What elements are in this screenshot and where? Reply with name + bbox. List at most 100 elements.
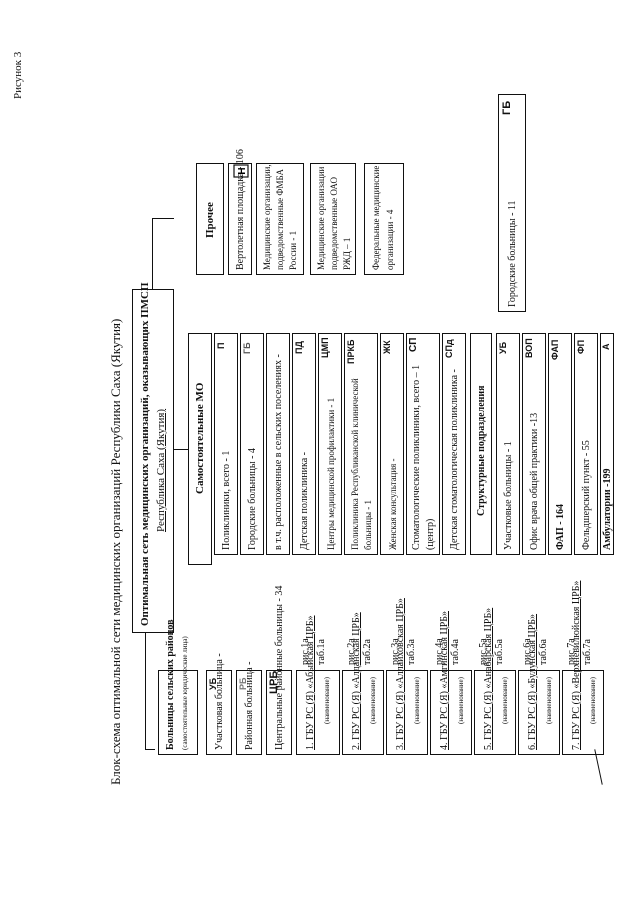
independent-row: в т.ч. расположенные в сельских поселени… — [266, 333, 290, 555]
structural-row-code: ВОП — [524, 338, 534, 358]
svg-text:H: H — [237, 167, 248, 174]
name-note: (наименование) — [589, 677, 597, 724]
independent-row: Женская консультация - ЖК — [380, 333, 404, 555]
independent-row-code: СПд — [444, 339, 454, 358]
other-row-label-3: РЖД – 1 — [342, 237, 352, 270]
independent-row-label: Центры медицинской профилактики - 1 — [326, 397, 336, 550]
hospital-item: 6. ГБУ РС (Я) «Булунская ЦРБ» (наименова… — [518, 614, 560, 755]
rural-row-label: Центральные районные больницы - 34 — [274, 585, 285, 750]
independent-row-label: в т.ч. расположенные в сельских поселени… — [273, 354, 284, 550]
table-ref: таб.4а — [450, 639, 461, 665]
header-line-2: Республика Саха (Якутия) — [155, 408, 167, 532]
rural-title: Больницы сельских районов — [165, 619, 176, 750]
independent-row: Детская стоматологическая поликлиника - … — [442, 333, 466, 555]
structural-row: Офис врача общей практики -13 ВОП — [522, 333, 546, 555]
other-header-box: Прочее — [196, 163, 224, 275]
figure-label: Рисунок 3 — [12, 51, 24, 99]
structural-row-label: ФАП - 164 — [555, 503, 566, 550]
independent-row-code: СП — [408, 337, 419, 352]
independent-row-label: Детская поликлиника - — [299, 452, 310, 550]
hospital-item: 7. ГБУ РС (Я) «Верхневилюйская ЦРБ» (наи… — [562, 581, 604, 755]
independent-row-label: Стоматологические поликлиники, всего – 1 — [411, 364, 422, 550]
name-note: (наименование) — [369, 677, 377, 724]
structural-row-label: Фельдшерский пункт - 55 — [581, 440, 592, 550]
other-row: Медицинские организации подведомственные… — [310, 163, 356, 275]
rural-row-code: УБ — [208, 677, 218, 690]
structural-row-label: Офис врача общей практики -13 — [529, 412, 540, 550]
independent-row: Поликлиника Республиканской клинической … — [344, 333, 378, 555]
rural-row: Участковая больница - УБ — [206, 653, 232, 755]
figure-ref: рис.1а — [300, 638, 311, 665]
independent-row-label: Поликлиники, всего - 1 — [221, 450, 232, 550]
hospital-label: 2. ГБУ РС (Я) «Алданская ЦРБ» — [351, 612, 362, 750]
table-ref: таб.5а — [494, 639, 505, 665]
table-ref: таб.1а — [316, 639, 327, 665]
table-ref: таб.2а — [362, 639, 373, 665]
connector — [152, 218, 174, 219]
independent-row-label-2: (центр) — [425, 518, 436, 550]
independent-row: Поликлиники, всего - 1 П — [214, 333, 238, 555]
structural-row: Фельдшерский пункт - 55 ФП — [574, 333, 598, 555]
table-ref: таб.3а — [406, 639, 417, 665]
figure-ref: рис.6а — [522, 638, 533, 665]
figure-ref: рис.7а — [566, 638, 577, 665]
connector — [174, 449, 188, 450]
rural-subtitle: (самостоятельные юридические лица) — [181, 636, 189, 750]
other-row-label: Медицинские организации — [316, 166, 326, 270]
structural-title: Структурные подразделения — [476, 385, 487, 516]
structural-header-box: Структурные подразделения — [470, 333, 492, 555]
other-row-label-2: организации - 4 — [385, 209, 395, 270]
rural-row: Центральные районные больницы - 34 ЦРБ — [266, 586, 292, 755]
independent-row-code: П — [216, 342, 226, 349]
structural-row: ФАП - 164 ФАП — [548, 333, 572, 555]
other-row-label: Медицинские организации, — [262, 164, 272, 270]
figure-ref: рис.4а — [434, 638, 445, 665]
header-line-1: Оптимальная сеть медицинских организаций… — [139, 282, 151, 626]
figure-ref: рис.5а — [478, 638, 489, 665]
city-hospitals-label: Городские больницы - 11 — [507, 200, 518, 307]
figure-ref: рис.3а — [390, 638, 401, 665]
structural-row-code: А — [601, 343, 611, 351]
independent-row-code: ПРКБ — [346, 339, 356, 364]
name-note: (наименование) — [501, 677, 509, 724]
rural-row-code: ЦРБ — [268, 670, 280, 694]
hospital-label: 3. ГБУ РС (Я) «Аллаиховская ЦРБ» — [395, 598, 406, 750]
hospital-item: 4. ГБУ РС (Я) «Амгинская ЦРБ» (наименова… — [430, 611, 472, 755]
name-note: (наименование) — [323, 677, 331, 724]
connector — [145, 749, 155, 750]
structural-row-label: Амбулатории -199 — [602, 468, 613, 550]
independent-row-code: ГБ — [242, 342, 252, 354]
rural-row-code: РБ — [238, 677, 248, 690]
hospital-item: 3. ГБУ РС (Я) «Аллаиховская ЦРБ» (наимен… — [386, 598, 428, 755]
other-row-label: Федеральные медицинские — [371, 165, 381, 270]
structural-row: Амбулатории -199 А — [600, 333, 614, 555]
hospital-label: 4. ГБУ РС (Я) «Амгинская ЦРБ» — [439, 611, 450, 750]
table-ref: таб.7а — [582, 639, 593, 665]
independent-row: Детская поликлиника - ПД — [292, 333, 316, 555]
rural-row: Районная больница - РБ — [236, 662, 262, 755]
independent-row-label: Городские больницы - 4 — [247, 448, 258, 550]
rural-row-label: Районная больница - — [244, 661, 255, 750]
independent-row-code: ЦМП — [320, 337, 330, 358]
independent-row-code: ПД — [294, 341, 304, 354]
other-row: Медицинские организации, подведомственны… — [256, 163, 304, 275]
table-ref: таб.6а — [538, 639, 549, 665]
independent-row-label: Детская стоматологическая поликлиника - — [449, 369, 460, 550]
rural-header-box: Больницы сельских районов (самостоятельн… — [158, 619, 198, 755]
hospital-label: 6. ГБУ РС (Я) «Булунская ЦРБ» — [527, 613, 538, 750]
independent-row: Центры медицинской профилактики - 1 ЦМП — [318, 333, 342, 555]
name-note: (наименование) — [457, 677, 465, 724]
other-row-label-2: подведомственные ФМБА — [275, 168, 285, 270]
rural-row-label: Участковая больница - — [214, 653, 225, 750]
connector — [145, 633, 146, 750]
other-row-label-3: России - 1 — [288, 230, 298, 270]
city-hospitals-code: ГБ — [501, 100, 513, 115]
independent-row-label-2: больницы - 1 — [363, 499, 373, 550]
structural-row: Участковые больницы - 1 УБ — [496, 333, 520, 555]
independent-row-code: ЖК — [382, 340, 392, 354]
hospital-label: 7. ГБУ РС (Я) «Верхневилюйская ЦРБ» — [571, 580, 582, 750]
hospital-label: 1. ГБУ РС (Я) «Абыйская ЦРБ» — [305, 615, 316, 750]
other-row: Вертолетная площадка - 106 H — [228, 149, 252, 275]
structural-row-label: Участковые больницы - 1 — [503, 441, 514, 550]
independent-header-box: Самостоятельные МО — [188, 333, 212, 565]
